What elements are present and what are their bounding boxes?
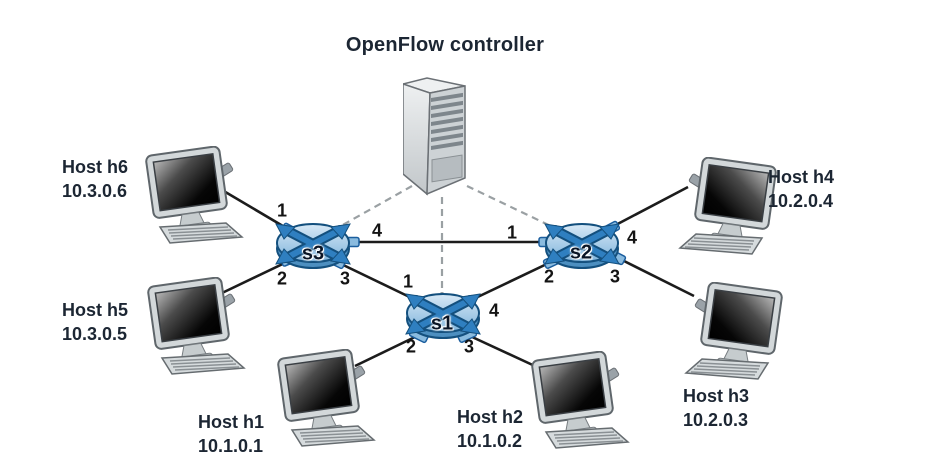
link-h5-s3	[221, 258, 292, 295]
s1-port-4-label: 4	[488, 300, 500, 321]
s1-port-1-label: 1	[402, 271, 414, 292]
host-h6-name: Host h6	[62, 157, 129, 177]
switch-s1-label: s1	[430, 312, 454, 335]
host-h3-label: Host h3 10.2.0.3	[683, 384, 749, 432]
host-h2-ip: 10.1.0.2	[457, 431, 523, 451]
host-h6-label: Host h6 10.3.0.6	[62, 155, 128, 203]
host-h3-computer-icon	[685, 282, 784, 380]
s3-port-1-label: 1	[276, 200, 288, 221]
switch-s2-label: s2	[569, 241, 593, 264]
host-h4-ip: 10.2.0.4	[768, 191, 834, 211]
switch-s3-label: s3	[301, 242, 325, 265]
host-h4-label: Host h4 10.2.0.4	[768, 165, 834, 213]
host-h4-computer-icon	[679, 157, 778, 255]
controller-server-icon	[403, 77, 466, 195]
host-h6-ip: 10.3.0.6	[62, 181, 128, 201]
host-h4-name: Host h4	[768, 167, 835, 187]
s2-port-1-label: 1	[506, 222, 518, 243]
host-h1-name: Host h1	[198, 412, 265, 432]
host-h1-label: Host h1 10.1.0.1	[198, 410, 264, 458]
s1-port-2-label: 2	[405, 336, 417, 357]
s2-port-3-label: 3	[609, 266, 621, 287]
host-h5-computer-icon	[146, 277, 245, 375]
link-s2-h3	[617, 256, 695, 298]
s2-port-2-label: 2	[543, 266, 555, 287]
host-h2-computer-icon	[530, 351, 629, 449]
host-h5-ip: 10.3.0.5	[62, 324, 128, 344]
host-h2-name: Host h2	[457, 407, 524, 427]
host-h3-ip: 10.2.0.3	[683, 410, 749, 430]
control-link-controller-s3	[331, 185, 413, 232]
host-h1-ip: 10.1.0.1	[198, 436, 264, 456]
host-h5-label: Host h5 10.3.0.5	[62, 298, 128, 346]
control-link-controller-s2	[466, 185, 558, 230]
link-s1-h2	[469, 334, 538, 369]
host-h3-name: Host h3	[683, 386, 750, 406]
figure-title: OpenFlow controller	[345, 34, 545, 56]
s3-port-3-label: 3	[339, 268, 351, 289]
s3-port-4-label: 4	[371, 220, 383, 241]
s1-port-3-label: 3	[463, 336, 475, 357]
host-h2-label: Host h2 10.1.0.2	[457, 405, 523, 453]
host-h5-name: Host h5	[62, 300, 129, 320]
s3-port-2-label: 2	[276, 268, 288, 289]
s2-port-4-label: 4	[626, 227, 638, 248]
link-s1-h1	[354, 334, 418, 368]
link-s2-h4	[609, 185, 689, 230]
